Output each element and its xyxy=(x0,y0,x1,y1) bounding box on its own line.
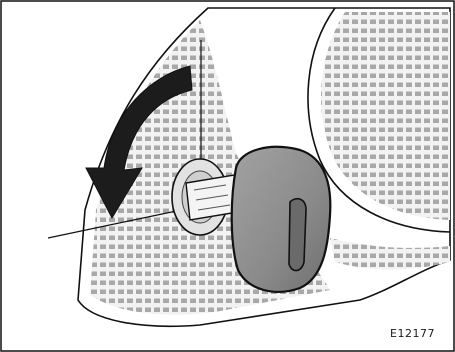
key-head-slot xyxy=(289,199,306,271)
figure-code: E12177 xyxy=(390,327,435,340)
key-icon xyxy=(232,147,331,292)
